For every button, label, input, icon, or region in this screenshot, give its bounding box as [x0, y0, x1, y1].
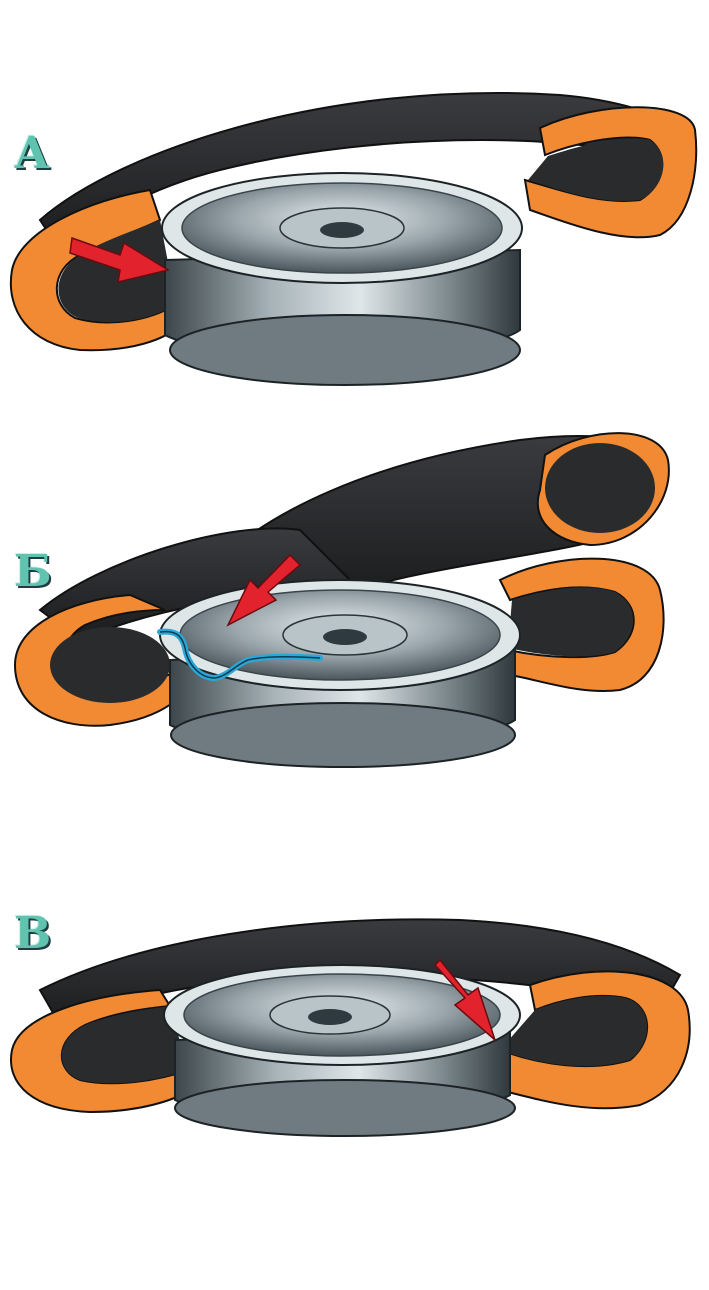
step-a-illustration	[9, 91, 698, 386]
arrow-icon	[226, 553, 302, 627]
step-b-panel: Б	[0, 420, 709, 810]
wheel-rim-icon	[163, 964, 521, 1137]
step-c-label: В	[14, 908, 52, 959]
step-b-illustration	[13, 432, 670, 768]
arrow-icon	[433, 958, 497, 1043]
step-a-panel: А	[0, 60, 709, 450]
wheel-rim-icon	[161, 172, 523, 386]
arrow-icon	[69, 236, 170, 283]
wheel-rim-icon	[159, 579, 521, 768]
step-c-panel: В	[0, 900, 709, 1290]
step-b-label: Б	[14, 546, 52, 597]
step-a-label: А	[14, 128, 50, 179]
step-c-illustration	[10, 918, 691, 1137]
